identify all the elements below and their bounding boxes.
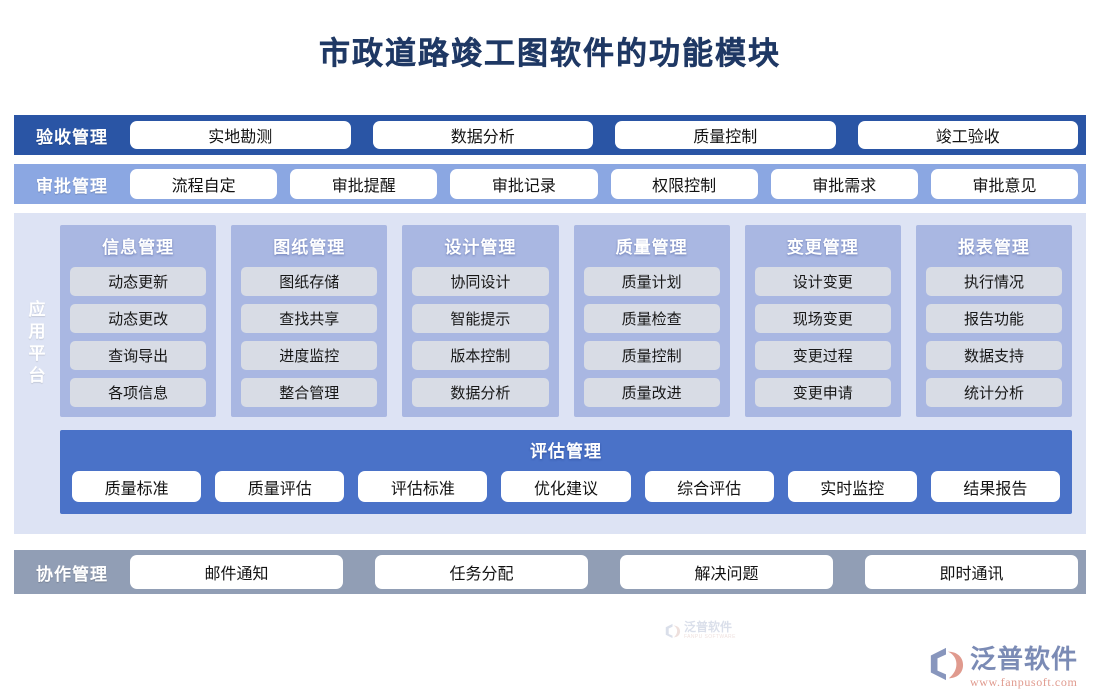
approval-item-0[interactable]: 流程自定 [130,169,278,199]
watermark-url: FANPU SOFTWARE [684,634,736,640]
module-column-drawing: 图纸管理 图纸存储 查找共享 进度监控 整合管理 [231,225,388,417]
fanpu-logo-icon [665,623,681,638]
quality-item-2[interactable]: 质量控制 [583,341,720,370]
information-item-2[interactable]: 查询导出 [70,341,207,370]
fanpu-logo-icon [930,647,964,681]
drawing-item-3[interactable]: 整合管理 [241,378,378,407]
column-title-design: 设计管理 [444,238,517,257]
evaluation-items-row: 质量标准 质量评估 评估标准 优化建议 综合评估 实时监控 结果报告 [72,471,1060,502]
module-column-quality: 质量管理 质量计划 质量检查 质量控制 质量改进 [573,225,730,417]
acceptance-item-0[interactable]: 实地勘测 [130,121,351,149]
information-item-0[interactable]: 动态更新 [70,267,207,296]
brand-watermark: 泛普软件 FANPU SOFTWARE [664,621,736,640]
acceptance-management-band: 验收管理 实地勘测 数据分析 质量控制 竣工验收 [14,115,1086,155]
evaluation-item-6[interactable]: 结果报告 [930,471,1060,502]
drawing-item-2[interactable]: 进度监控 [241,341,378,370]
information-item-3[interactable]: 各项信息 [70,378,207,407]
column-title-change: 变更管理 [786,238,859,257]
module-column-information: 信息管理 动态更新 动态更改 查询导出 各项信息 [60,225,217,417]
change-item-0[interactable]: 设计变更 [754,267,891,296]
design-item-0[interactable]: 协同设计 [412,267,549,296]
change-item-2[interactable]: 变更过程 [754,341,891,370]
evaluation-item-4[interactable]: 综合评估 [644,471,774,502]
collaboration-item-1[interactable]: 任务分配 [375,555,588,589]
report-item-1[interactable]: 报告功能 [925,304,1063,333]
change-item-3[interactable]: 变更申请 [754,378,891,407]
platform-body: 信息管理 动态更新 动态更改 查询导出 各项信息 图纸管理 图纸存储 查找共享 … [56,213,1086,534]
quality-item-3[interactable]: 质量改进 [583,378,720,407]
design-item-2[interactable]: 版本控制 [412,341,549,370]
acceptance-management-label: 验收管理 [36,127,108,147]
evaluation-management-block: 评估管理 质量标准 质量评估 评估标准 优化建议 综合评估 实时监控 结果报告 [60,430,1072,514]
design-item-1[interactable]: 智能提示 [412,304,549,333]
evaluation-management-title: 评估管理 [530,442,602,461]
module-column-change: 变更管理 设计变更 现场变更 变更过程 变更申请 [744,225,901,417]
design-item-3[interactable]: 数据分析 [412,378,549,407]
drawing-item-1[interactable]: 查找共享 [241,304,378,333]
collaboration-management-band: 协作管理 邮件通知 任务分配 解决问题 即时通讯 [14,550,1086,594]
approval-item-4[interactable]: 审批需求 [770,169,918,199]
evaluation-item-0[interactable]: 质量标准 [72,471,202,502]
change-item-1[interactable]: 现场变更 [754,304,891,333]
approval-item-2[interactable]: 审批记录 [450,169,598,199]
collaboration-item-0[interactable]: 邮件通知 [130,555,343,589]
evaluation-item-5[interactable]: 实时监控 [787,471,917,502]
collaboration-management-label: 协作管理 [36,564,108,584]
module-column-report: 报表管理 执行情况 报告功能 数据支持 统计分析 [915,225,1073,417]
watermark-brand: 泛普软件 [684,620,733,634]
quality-item-0[interactable]: 质量计划 [583,267,720,296]
column-title-report: 报表管理 [957,238,1030,257]
approval-item-1[interactable]: 审批提醒 [290,169,438,199]
quality-item-1[interactable]: 质量检查 [583,304,720,333]
evaluation-item-3[interactable]: 优化建议 [501,471,631,502]
application-platform-label: 应用平台 [25,299,45,388]
collaboration-item-2[interactable]: 解决问题 [620,555,833,589]
approval-item-5[interactable]: 审批意见 [930,169,1079,199]
column-title-quality: 质量管理 [615,238,688,257]
application-platform-container: 应用平台 信息管理 动态更新 动态更改 查询导出 各项信息 图纸管理 图纸存储 … [14,213,1086,640]
evaluation-item-2[interactable]: 评估标准 [358,471,488,502]
module-columns: 信息管理 动态更新 动态更改 查询导出 各项信息 图纸管理 图纸存储 查找共享 … [60,225,1073,417]
page-title: 市政道路竣工图软件的功能模块 [319,36,781,71]
footer-brand-name: 泛普软件 [969,644,1078,674]
approval-item-3[interactable]: 权限控制 [610,169,758,199]
evaluation-item-1[interactable]: 质量评估 [215,471,345,502]
watermark-text: 泛普软件 FANPU SOFTWARE [684,621,736,640]
column-title-information: 信息管理 [102,238,175,257]
acceptance-item-1[interactable]: 数据分析 [372,121,593,149]
column-title-drawing: 图纸管理 [273,238,346,257]
acceptance-item-2[interactable]: 质量控制 [615,121,836,149]
drawing-item-0[interactable]: 图纸存储 [241,267,378,296]
report-item-2[interactable]: 数据支持 [925,341,1063,370]
footer-brand-url: www.fanpusoft.com [969,675,1078,689]
report-item-0[interactable]: 执行情况 [925,267,1063,296]
footer-brand-text: 泛普软件 www.fanpusoft.com [970,646,1078,690]
approval-management-band: 审批管理 流程自定 审批提醒 审批记录 权限控制 审批需求 审批意见 [14,164,1086,204]
collaboration-item-3[interactable]: 即时通讯 [865,555,1078,589]
report-item-3[interactable]: 统计分析 [925,378,1063,407]
information-item-1[interactable]: 动态更改 [70,304,207,333]
footer-brand: 泛普软件 www.fanpusoft.com [927,646,1078,690]
approval-management-label: 审批管理 [36,176,108,196]
acceptance-item-3[interactable]: 竣工验收 [857,121,1078,149]
module-column-design: 设计管理 协同设计 智能提示 版本控制 数据分析 [402,225,559,417]
